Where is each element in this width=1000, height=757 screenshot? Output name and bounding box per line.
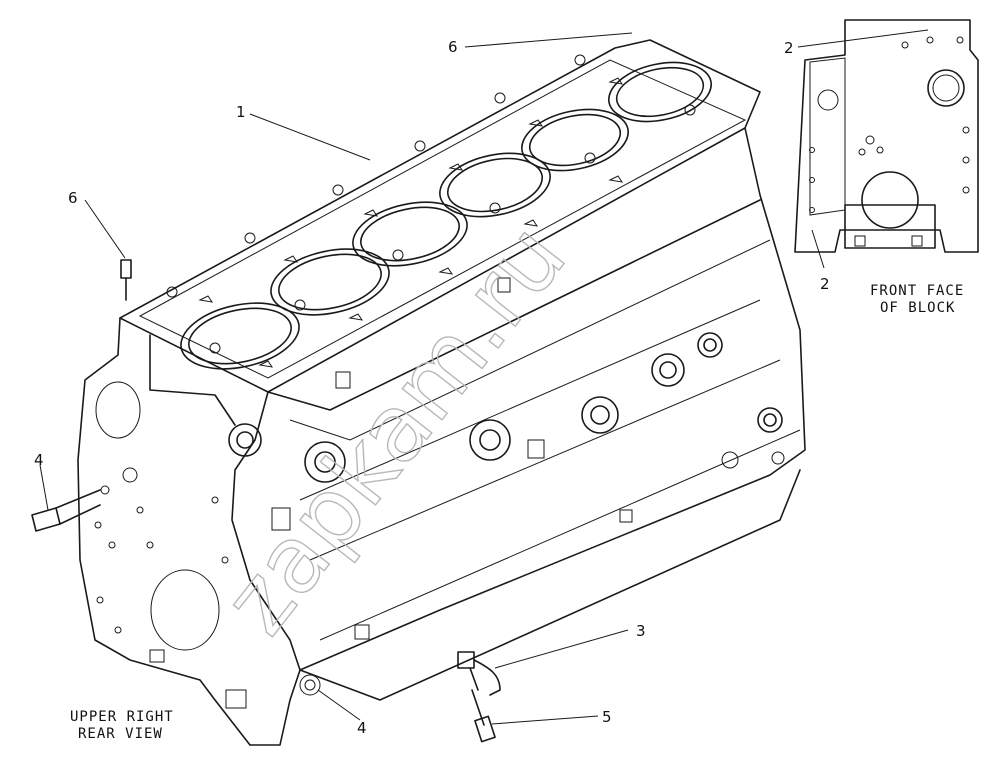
cylinder-block-main — [77, 39, 806, 746]
callout-6-left: 6 — [68, 189, 78, 207]
watermark-text: zapkam.ru — [203, 205, 587, 654]
callout-2-top: 2 — [784, 39, 794, 57]
rear-view-caption-line1: UPPER RIGHT — [70, 709, 174, 725]
front-face-caption-line2: OF BLOCK — [880, 300, 955, 316]
leader-lines — [39, 29, 929, 725]
front-face-inset — [794, 19, 979, 253]
callout-2-bottom: 2 — [820, 275, 830, 293]
captions: FRONT FACE OF BLOCK UPPER RIGHT REAR VIE… — [70, 283, 964, 742]
bolt-part-5 — [471, 689, 496, 743]
callout-labels: 1 2 2 3 4 4 5 6 6 — [34, 38, 830, 737]
callout-5: 5 — [602, 708, 612, 726]
callout-3: 3 — [636, 622, 646, 640]
pin-part-4 — [31, 489, 101, 532]
callout-4-left: 4 — [34, 451, 44, 469]
sensor-part-3 — [457, 651, 501, 696]
rear-view-caption-line2: REAR VIEW — [78, 726, 163, 742]
callout-4-bottom: 4 — [357, 719, 367, 737]
callout-6-top: 6 — [448, 38, 458, 56]
callout-1: 1 — [236, 103, 246, 121]
dowel-part-6 — [120, 259, 132, 301]
front-face-caption-line1: FRONT FACE — [870, 283, 964, 299]
cylinder-bores — [180, 61, 712, 370]
